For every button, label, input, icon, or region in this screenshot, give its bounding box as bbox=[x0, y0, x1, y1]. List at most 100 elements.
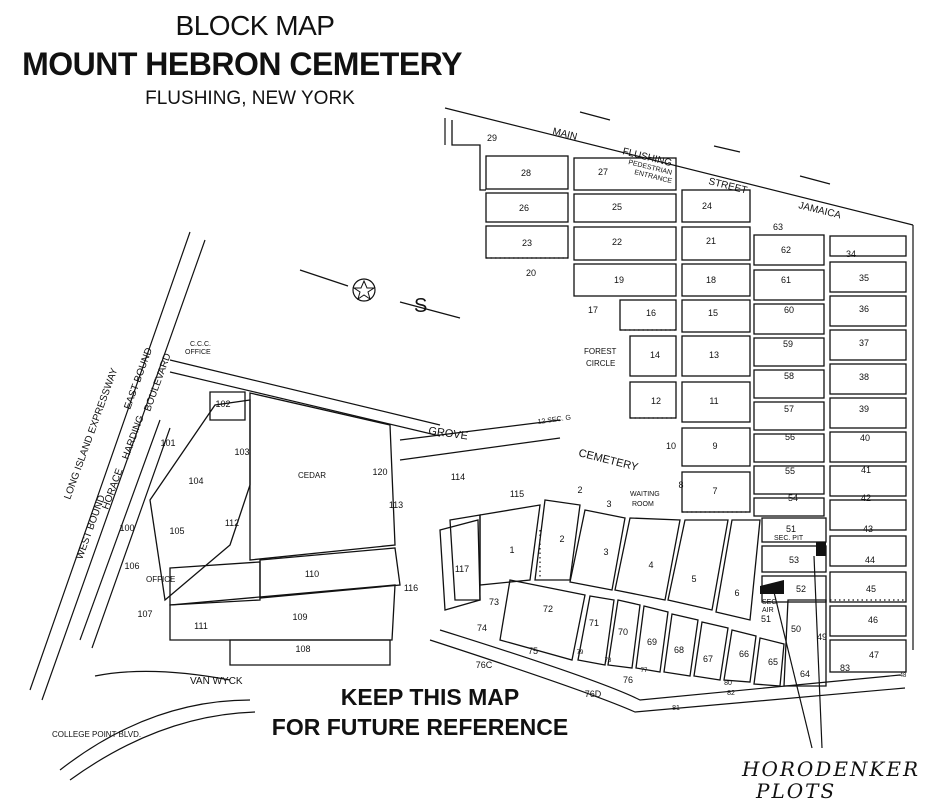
block-label: 101 bbox=[160, 438, 175, 448]
block-label: 24 bbox=[702, 201, 712, 211]
block-label: 74 bbox=[477, 623, 487, 633]
block-label: 79 bbox=[577, 650, 584, 656]
block-label: 76 bbox=[623, 675, 633, 685]
street-label-jamaica: JAMAICA bbox=[797, 200, 842, 221]
block-label: 60 bbox=[784, 305, 794, 315]
place-label-forest: FOREST bbox=[584, 347, 617, 356]
handwritten-line-2: PLOTS bbox=[756, 779, 837, 803]
block-label: 22 bbox=[612, 237, 622, 247]
block-label: 43 bbox=[863, 524, 873, 534]
block-label: 65 bbox=[768, 657, 778, 667]
block-label: 34 bbox=[846, 249, 856, 259]
place-label-ccc-office: OFFICE bbox=[185, 349, 211, 356]
block-label: 44 bbox=[865, 555, 875, 565]
street-label-main: MAIN bbox=[551, 126, 578, 143]
block-label: 6 bbox=[734, 588, 739, 598]
place-label-sec12: 12 SEC. G bbox=[537, 414, 571, 426]
block-label: 51 bbox=[761, 614, 771, 624]
block-label: 42 bbox=[861, 493, 871, 503]
block-label: 112 bbox=[225, 518, 239, 528]
handwritten-line-1: HORODENKER bbox=[742, 757, 921, 781]
block-label: 48 bbox=[900, 673, 907, 679]
place-label-waiting: WAITING bbox=[630, 491, 660, 498]
block-label: 80 bbox=[724, 680, 732, 687]
block-label: 38 bbox=[859, 372, 869, 382]
plot-marker bbox=[760, 580, 784, 594]
block-label: 50 bbox=[791, 624, 801, 634]
block-label: 115 bbox=[510, 489, 524, 499]
block-label: 1 bbox=[509, 545, 514, 555]
block-label: 19 bbox=[614, 275, 624, 285]
place-label-cedar: CEDAR bbox=[298, 471, 326, 480]
block-label: 16 bbox=[646, 308, 656, 318]
block-label: 45 bbox=[866, 584, 876, 594]
block-label: 66 bbox=[739, 649, 749, 659]
dotted-row-edges bbox=[486, 257, 906, 601]
block-label: 3 bbox=[603, 547, 608, 557]
block-label: 8 bbox=[678, 480, 683, 490]
block-label: 83 bbox=[840, 663, 850, 673]
place-label-secpit: SEC. PIT bbox=[774, 535, 804, 542]
compass-star-icon bbox=[352, 279, 376, 301]
block-label: 103 bbox=[234, 447, 249, 457]
block-label: 29 bbox=[487, 133, 497, 143]
block-label: 68 bbox=[674, 645, 684, 655]
block-label: 120 bbox=[372, 467, 387, 477]
block-label: 117 bbox=[455, 564, 469, 574]
block-label: 106 bbox=[124, 561, 139, 571]
block-label: 76D bbox=[585, 689, 602, 699]
block-label: 54 bbox=[788, 493, 798, 503]
place-label-grove: GROVE bbox=[428, 425, 469, 442]
place-label-air: AIR bbox=[762, 607, 774, 614]
block-label: 10 bbox=[666, 441, 676, 451]
block-label: 67 bbox=[703, 654, 713, 664]
block-label: 59 bbox=[783, 339, 793, 349]
block-label: 64 bbox=[800, 669, 810, 679]
block-label: 56 bbox=[785, 432, 795, 442]
block-label: 40 bbox=[860, 433, 870, 443]
block-label: 61 bbox=[781, 275, 791, 285]
footer-line-1: KEEP THIS MAP bbox=[340, 684, 520, 710]
place-label-circle: CIRCLE bbox=[586, 359, 615, 368]
block-numbers: 29 28 27 26 25 24 23 22 21 20 19 18 17 1… bbox=[119, 133, 907, 712]
block-label: 105 bbox=[169, 526, 184, 536]
block-label: 2 bbox=[559, 534, 564, 544]
block-label: 108 bbox=[295, 644, 310, 654]
block-label: 4 bbox=[648, 560, 653, 570]
street-label-horace: HORACE bbox=[100, 467, 125, 511]
block-label: 3 bbox=[606, 499, 611, 509]
block-label: 27 bbox=[598, 167, 608, 177]
block-label: 20 bbox=[526, 268, 536, 278]
block-label: 76C bbox=[476, 660, 493, 670]
block-label: 55 bbox=[785, 466, 795, 476]
block-label: 107 bbox=[137, 609, 152, 619]
block-label: 15 bbox=[708, 308, 718, 318]
footer-line-2: FOR FUTURE REFERENCE bbox=[271, 714, 569, 740]
block-label: 12 bbox=[651, 396, 661, 406]
block-label: 46 bbox=[868, 615, 878, 625]
handwritten-note: HORODENKER PLOTS bbox=[742, 758, 920, 802]
block-label: 47 bbox=[869, 650, 879, 660]
street-label-vanwyck: VAN WYCK bbox=[190, 676, 243, 687]
block-label: 116 bbox=[404, 583, 418, 593]
block-label: 82 bbox=[727, 690, 735, 697]
block-label: 14 bbox=[650, 350, 660, 360]
block-label: 81 bbox=[672, 705, 680, 712]
block-label: 73 bbox=[489, 597, 499, 607]
block-label: 77 bbox=[641, 668, 648, 674]
place-label-room: ROOM bbox=[632, 501, 654, 508]
block-label: 69 bbox=[647, 637, 657, 647]
block-label: 62 bbox=[781, 245, 791, 255]
block-label: 5 bbox=[691, 574, 696, 584]
block-label: 70 bbox=[618, 627, 628, 637]
compass-s: S bbox=[414, 295, 427, 317]
block-label: 51 bbox=[786, 524, 796, 534]
block-label: 113 bbox=[389, 500, 403, 510]
block-label: 104 bbox=[188, 476, 203, 486]
block-label: 53 bbox=[789, 555, 799, 565]
block-label: 111 bbox=[194, 621, 208, 631]
block-label: 58 bbox=[784, 371, 794, 381]
map-location: FLUSHING, NEW YORK bbox=[145, 88, 355, 109]
block-label: 41 bbox=[861, 465, 871, 475]
block-label: 71 bbox=[589, 618, 599, 628]
